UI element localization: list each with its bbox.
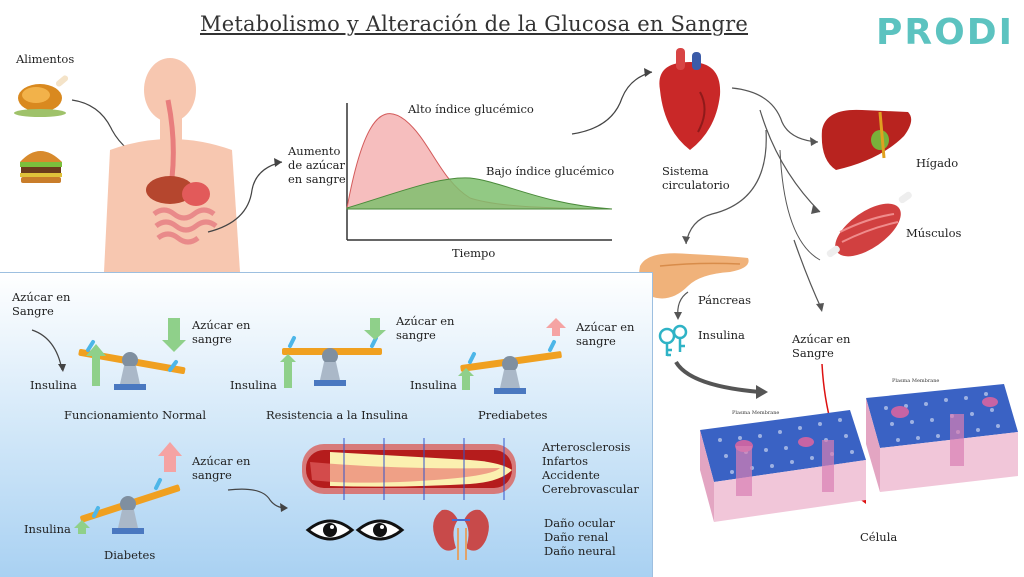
insulin-key-icon bbox=[658, 324, 688, 357]
seesaw-normal-arrow-label-1: Azúcar en bbox=[192, 318, 251, 332]
seesaw-diabetes-insulina: Insulina bbox=[24, 522, 71, 536]
glycemic-graph bbox=[346, 103, 613, 241]
seesaw-diabetes-arrow-label-1: Azúcar en bbox=[192, 454, 251, 468]
panel-azucar-label-1: Azúcar en bbox=[12, 290, 71, 304]
seesaw-normal-caption: Funcionamiento Normal bbox=[64, 408, 207, 422]
pancreas-label: Páncreas bbox=[698, 293, 751, 307]
graph-low-label: Bajo índice glucémico bbox=[486, 164, 615, 178]
seesaw-prediabetes-caption: Prediabetes bbox=[478, 408, 548, 422]
eye-icon bbox=[355, 519, 405, 541]
chicken-icon bbox=[14, 75, 69, 117]
seesaw-diabetes-caption: Diabetes bbox=[104, 548, 156, 562]
damage-item: Daño neural bbox=[544, 544, 616, 558]
sistema-label-2: circulatorio bbox=[662, 178, 730, 192]
seesaw-prediabetes-arrow-label-1: Azúcar en bbox=[576, 320, 635, 334]
consequence-item: Arterosclerosis bbox=[542, 440, 631, 454]
burger-icon bbox=[20, 151, 62, 183]
seesaw-resistance-arrow-label-1: Azúcar en bbox=[396, 314, 455, 328]
eye-icon bbox=[305, 519, 355, 541]
svg-text:Plasma Membrane: Plasma Membrane bbox=[732, 410, 779, 416]
higado-label: Hígado bbox=[916, 156, 959, 170]
seesaw-resistance-caption: Resistencia a la Insulina bbox=[266, 408, 408, 422]
graph-high-label: Alto índice glucémico bbox=[408, 102, 534, 116]
seesaw-normal-insulina: Insulina bbox=[30, 378, 77, 392]
consequence-item: Cerebrovascular bbox=[542, 482, 639, 496]
musculos-label: Músculos bbox=[906, 226, 962, 240]
seesaw-prediabetes-insulina: Insulina bbox=[410, 378, 457, 392]
human-body-icon bbox=[104, 58, 240, 272]
consequence-item: Accidente bbox=[542, 468, 600, 482]
seesaw-prediabetes bbox=[458, 318, 566, 394]
celula-label: Célula bbox=[860, 530, 898, 544]
page-title: Metabolismo y Alteración de la Glucosa e… bbox=[200, 12, 749, 36]
svg-text:Plasma Membrane: Plasma Membrane bbox=[892, 378, 939, 384]
azucar-label-2: Sangre bbox=[792, 346, 834, 360]
cell-membrane-right: Plasma Membrane bbox=[866, 378, 1018, 492]
insulina-label: Insulina bbox=[698, 328, 745, 342]
green-up-arrow-icon bbox=[458, 368, 474, 390]
seesaw-resistance-arrow-label-2: sangre bbox=[396, 328, 436, 342]
green-up-arrow-icon bbox=[86, 344, 106, 386]
seesaw-resistance bbox=[280, 318, 386, 388]
seesaw-normal bbox=[78, 318, 186, 390]
panel-azucar-label-2: Sangre bbox=[12, 304, 54, 318]
graph-xlabel: Tiempo bbox=[452, 246, 496, 260]
seesaw-diabetes-arrow-label-2: sangre bbox=[192, 468, 232, 482]
heart-icon bbox=[659, 48, 721, 150]
alimentos-label: Alimentos bbox=[16, 52, 75, 66]
artery-icon bbox=[302, 438, 516, 500]
consequence-item: Infartos bbox=[542, 454, 589, 468]
muscle-icon bbox=[826, 191, 912, 258]
azucar-label-1: Azúcar en bbox=[792, 332, 851, 346]
aumento-label-3: en sangre bbox=[288, 172, 346, 186]
kidney-icon bbox=[433, 509, 489, 560]
sistema-label-1: Sistema bbox=[662, 164, 709, 178]
pink-up-arrow-icon bbox=[546, 318, 566, 336]
seesaw-prediabetes-arrow-label-2: sangre bbox=[576, 334, 616, 348]
damage-item: Daño renal bbox=[544, 530, 609, 544]
low-glycemic-curve bbox=[346, 177, 613, 210]
cell-membrane-left: Plasma Membrane bbox=[700, 410, 866, 522]
aumento-label-2: de azúcar bbox=[288, 158, 345, 172]
prodi-logo: PRODI bbox=[876, 12, 1014, 53]
green-down-arrow-icon bbox=[364, 318, 386, 340]
green-up-arrow-icon bbox=[74, 520, 90, 534]
damage-item: Daño ocular bbox=[544, 516, 615, 530]
aumento-label-1: Aumento bbox=[288, 144, 341, 158]
liver-icon bbox=[821, 109, 912, 170]
seesaw-normal-arrow-label-2: sangre bbox=[192, 332, 232, 346]
green-up-arrow-icon bbox=[280, 354, 296, 388]
green-down-arrow-icon bbox=[162, 318, 186, 352]
pancreas-icon bbox=[639, 253, 749, 299]
seesaw-resistance-insulina: Insulina bbox=[230, 378, 277, 392]
seesaw-diabetes bbox=[74, 442, 182, 534]
pink-up-arrow-icon bbox=[158, 442, 182, 472]
